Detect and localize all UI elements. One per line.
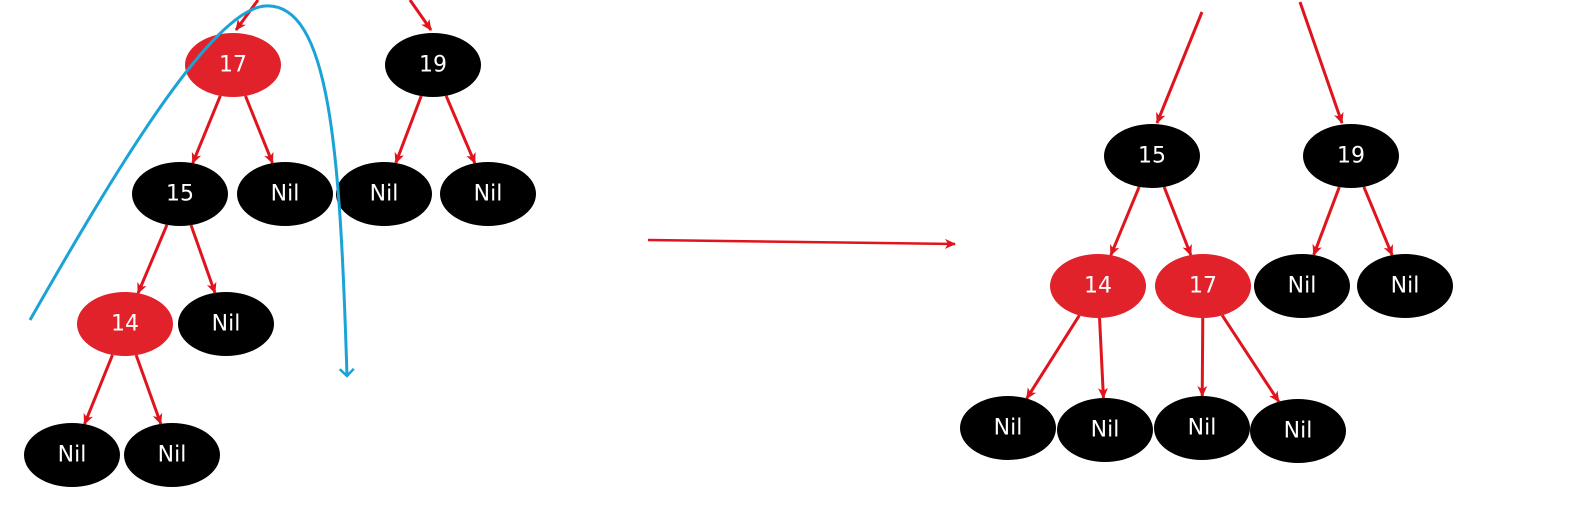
node-label: Nil bbox=[1284, 419, 1313, 444]
after-node-a17_nil_left: Nil bbox=[1154, 396, 1250, 460]
tree-edges bbox=[83, 95, 1394, 426]
before-node-b14: 14 bbox=[77, 292, 173, 356]
black-node-shape bbox=[1303, 124, 1399, 188]
node-label: 15 bbox=[166, 182, 194, 207]
before-tree-incoming-edges bbox=[234, 0, 433, 31]
after-edge-a17-to-a17_nil_right bbox=[1220, 314, 1281, 403]
black-node-shape bbox=[132, 162, 228, 226]
after-edge-a17-to-a17_nil_left bbox=[1197, 317, 1208, 398]
black-node-shape bbox=[1250, 399, 1346, 463]
red-node-shape bbox=[1155, 254, 1251, 318]
node-label: Nil bbox=[1288, 274, 1317, 299]
before-edge-b14-to-b14_nil_right bbox=[134, 354, 163, 425]
node-label: Nil bbox=[994, 416, 1023, 441]
black-node-shape bbox=[124, 423, 220, 487]
after-edge-a15-to-a17 bbox=[1162, 186, 1193, 256]
node-label: Nil bbox=[1391, 274, 1420, 299]
node-label: Nil bbox=[271, 182, 300, 207]
rotation-arrow bbox=[28, 4, 355, 378]
node-label: 14 bbox=[1084, 274, 1112, 299]
before-node-b19_nil_left: Nil bbox=[336, 162, 432, 226]
black-node-shape bbox=[1057, 398, 1153, 462]
node-label: 15 bbox=[1138, 144, 1166, 169]
node-label: Nil bbox=[1188, 416, 1217, 441]
after-node-a17_nil_right: Nil bbox=[1250, 399, 1346, 463]
node-label: 14 bbox=[111, 312, 139, 337]
black-node-shape bbox=[1357, 254, 1453, 318]
black-node-shape bbox=[336, 162, 432, 226]
black-node-shape bbox=[24, 423, 120, 487]
after-node-a19_nil_right: Nil bbox=[1357, 254, 1453, 318]
after-edge-a19-to-a19_nil_left bbox=[1312, 186, 1341, 256]
before-node-b19: 19 bbox=[385, 33, 481, 97]
black-node-shape bbox=[960, 396, 1056, 460]
after-node-a15: 15 bbox=[1104, 124, 1200, 188]
black-node-shape bbox=[385, 33, 481, 97]
before-node-b15: 15 bbox=[132, 162, 228, 226]
edge-incoming-to-19 bbox=[1298, 1, 1344, 124]
after-node-a17: 17 bbox=[1155, 254, 1251, 318]
after-edge-a15-to-a14 bbox=[1109, 186, 1141, 257]
node-label: Nil bbox=[474, 182, 503, 207]
after-node-a14_nil_left: Nil bbox=[960, 396, 1056, 460]
before-edge-b15-to-b14 bbox=[136, 224, 169, 295]
red-node-shape bbox=[77, 292, 173, 356]
after-node-a19: 19 bbox=[1303, 124, 1399, 188]
before-node-b14_nil_left: Nil bbox=[24, 423, 120, 487]
after-node-a14_nil_right: Nil bbox=[1057, 398, 1153, 462]
before-edge-b19-to-b19_nil_right bbox=[444, 95, 477, 165]
black-node-shape bbox=[1254, 254, 1350, 318]
before-edge-b14-to-b14_nil_left bbox=[83, 354, 114, 426]
before-node-b19_nil_right: Nil bbox=[440, 162, 536, 226]
node-label: Nil bbox=[58, 443, 87, 468]
black-node-shape bbox=[237, 162, 333, 226]
node-label: 19 bbox=[419, 53, 447, 78]
transform-arrow bbox=[647, 238, 956, 249]
after-node-a19_nil_left: Nil bbox=[1254, 254, 1350, 318]
node-label: Nil bbox=[158, 443, 187, 468]
node-label: 17 bbox=[219, 53, 247, 78]
before-node-b17_nil: Nil bbox=[237, 162, 333, 226]
after-edge-a14-to-a14_nil_right bbox=[1097, 317, 1108, 400]
black-node-shape bbox=[1104, 124, 1200, 188]
edge-incoming-to-17 bbox=[234, 0, 260, 31]
black-node-shape bbox=[440, 162, 536, 226]
before-node-b14_nil_right: Nil bbox=[124, 423, 220, 487]
after-node-a14: 14 bbox=[1050, 254, 1146, 318]
before-edge-b19-to-b19_nil_left bbox=[394, 95, 423, 164]
red-node-shape bbox=[185, 33, 281, 97]
before-edge-b17-to-b17_nil bbox=[244, 95, 274, 165]
edge-incoming-to-15 bbox=[1155, 11, 1204, 124]
node-label: Nil bbox=[212, 312, 241, 337]
node-label: Nil bbox=[1091, 418, 1120, 443]
black-node-shape bbox=[178, 292, 274, 356]
black-node-shape bbox=[1154, 396, 1250, 460]
node-label: 19 bbox=[1337, 144, 1365, 169]
after-edge-a14-to-a14_nil_left bbox=[1025, 314, 1081, 400]
edge-incoming-to-19 bbox=[408, 0, 433, 31]
before-edge-b15-to-b15_nil bbox=[189, 224, 217, 294]
red-node-shape bbox=[1050, 254, 1146, 318]
node-label: Nil bbox=[370, 182, 399, 207]
after-edge-a19-to-a19_nil_right bbox=[1362, 186, 1394, 257]
before-node-b17: 17 bbox=[185, 33, 281, 97]
before-node-b15_nil: Nil bbox=[178, 292, 274, 356]
node-label: 17 bbox=[1189, 274, 1217, 299]
before-edge-b17-to-b15 bbox=[191, 95, 222, 165]
after-tree-incoming-edges bbox=[1155, 1, 1344, 124]
